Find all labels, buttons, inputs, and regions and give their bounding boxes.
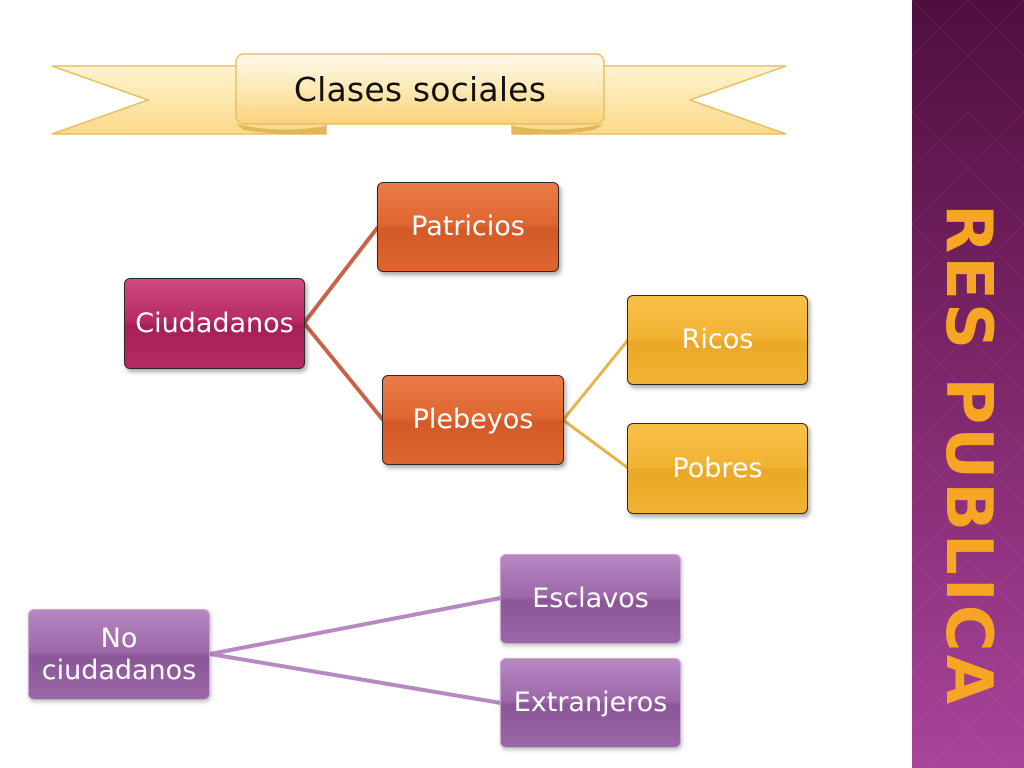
connector-no-ciudadanos-extranjeros [209,652,502,705]
node-ricos: Ricos [627,295,808,385]
connector-plebeyos-pobres [562,418,629,470]
connector-ciudadanos-plebeyos [302,321,385,422]
node-pobres: Pobres [627,423,808,514]
sidebar-pattern [912,0,1024,768]
connector-no-ciudadanos-esclavos [209,596,502,656]
page-title: Clases sociales [293,69,547,109]
node-ciudadanos: Ciudadanos [124,278,305,369]
connector-ciudadanos-patricios [302,225,380,325]
connector-plebeyos-ricos [561,339,630,421]
node-extranjeros: Extranjeros [500,658,681,748]
connector-lines [209,225,630,705]
node-plebeyos: Plebeyos [382,375,564,465]
node-no-ciudadanos: No ciudadanos [28,609,210,700]
sidebar: RES PUBLICA [912,0,1024,768]
node-patricios: Patricios [377,182,559,272]
node-esclavos: Esclavos [500,554,681,644]
title-ribbon [51,53,787,135]
ribbon-center [235,53,605,125]
side-title: RES PUBLICA [931,204,1005,708]
